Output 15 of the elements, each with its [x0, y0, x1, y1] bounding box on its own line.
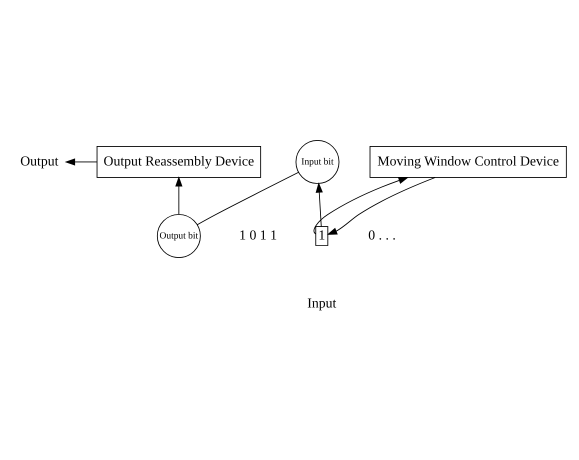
- node-box: Output Reassembly Device: [96, 146, 262, 178]
- arrow: [314, 177, 409, 234]
- node-circle: Input bit: [296, 140, 340, 184]
- node-circle: Output bit: [156, 214, 201, 258]
- node-box: Moving Window Control Device: [370, 146, 567, 178]
- label: Input: [307, 295, 336, 310]
- arrow: [326, 177, 436, 235]
- connector: [196, 172, 299, 226]
- label: 1 0 1 1: [239, 227, 277, 242]
- arrow: [316, 182, 323, 227]
- label: 0 . . .: [368, 227, 396, 242]
- node-text: Output: [20, 153, 58, 168]
- node-box: 1: [315, 226, 328, 246]
- arrow: [175, 176, 182, 215]
- arrow: [64, 158, 98, 166]
